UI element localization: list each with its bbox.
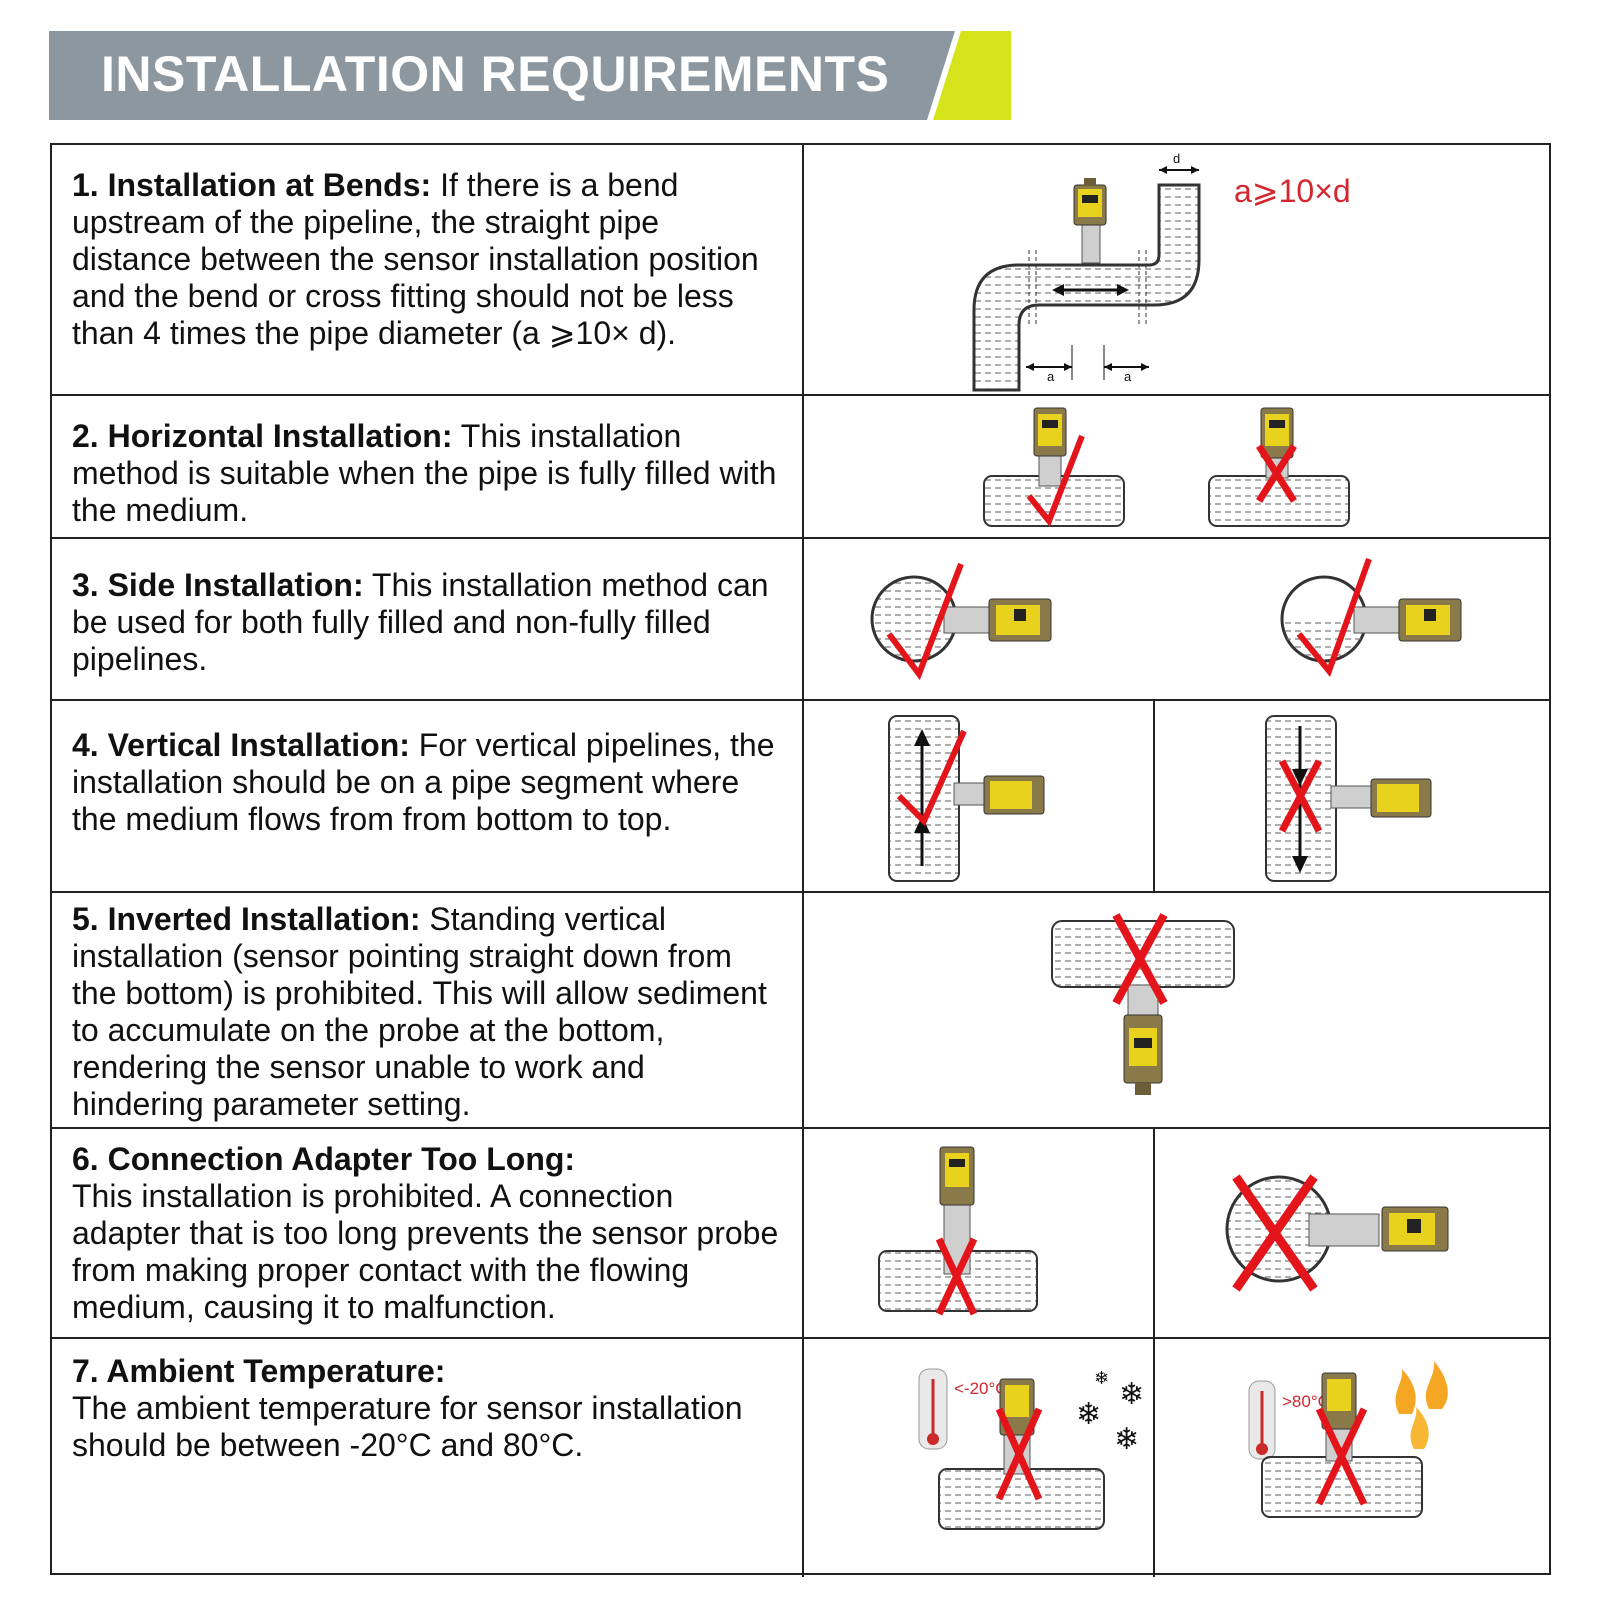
cross-mark-icon	[935, 1237, 978, 1316]
check-mark-icon	[1026, 434, 1085, 527]
cross-mark-icon	[1112, 913, 1168, 1005]
cross-mark-icon	[1315, 1407, 1368, 1506]
table-row: 1. Installation at Bends: If there is a …	[52, 145, 1549, 396]
svg-text:a: a	[1124, 369, 1132, 384]
cross-mark-icon	[995, 1407, 1043, 1501]
side-installation-diagram	[804, 539, 1549, 699]
row-heading: 3. Side Installation:	[72, 567, 364, 603]
row-heading: 1. Installation at Bends:	[72, 167, 432, 203]
low-temp-label: <-20°C	[954, 1379, 1008, 1398]
snowflake-icon: ❄ ❄ ❄ ❄	[1076, 1368, 1144, 1457]
row-text: 3. Side Installation: This installation …	[52, 539, 804, 699]
dimension-d-label: d	[1173, 151, 1180, 166]
page-title: INSTALLATION REQUIREMENTS	[101, 46, 890, 102]
svg-text:❄: ❄	[1114, 1422, 1139, 1457]
table-row: 5. Inverted Installation: Standing verti…	[52, 893, 1549, 1129]
table-row: 4. Vertical Installation: For vertical p…	[52, 701, 1549, 893]
row-body: If there is a bend upstream of the pipel…	[72, 167, 759, 351]
table-row: 7. Ambient Temperature:The ambient tempe…	[52, 1339, 1549, 1577]
dimension-a-label: a	[1047, 369, 1055, 384]
row-body: For vertical pipelines, the installation…	[72, 727, 775, 837]
requirements-table: 1. Installation at Bends: If there is a …	[50, 143, 1551, 1577]
table-row: 6. Connection Adapter Too Long:This inst…	[52, 1129, 1549, 1339]
row-text: 7. Ambient Temperature:The ambient tempe…	[52, 1339, 804, 1577]
check-mark-icon	[886, 562, 964, 681]
row-heading: 4. Vertical Installation:	[72, 727, 410, 763]
row-heading: 5. Inverted Installation:	[72, 901, 421, 937]
cross-mark-icon	[1232, 1174, 1318, 1292]
row-text: 1. Installation at Bends: If there is a …	[52, 145, 804, 394]
header-accent-stripe	[927, 31, 1011, 120]
header-bar	[49, 31, 1011, 120]
long-adapter-diagram	[804, 1129, 1549, 1337]
svg-text:❄: ❄	[1119, 1377, 1144, 1412]
horizontal-installation-diagram	[804, 396, 1549, 537]
check-mark-icon	[896, 729, 967, 827]
high-temp-label: >80°C	[1282, 1392, 1330, 1411]
row-text: 6. Connection Adapter Too Long:This inst…	[52, 1129, 804, 1337]
cross-mark-icon	[1256, 444, 1297, 503]
inverted-installation-diagram	[804, 893, 1549, 1127]
cross-mark-icon	[1278, 759, 1323, 833]
row-text: 5. Inverted Installation: Standing verti…	[52, 893, 804, 1127]
row-heading: 6. Connection Adapter Too Long:	[72, 1141, 576, 1177]
header-banner: INSTALLATION REQUIREMENTS	[49, 31, 1011, 120]
bend-installation-diagram: a a d a⩾10×d	[804, 145, 1549, 394]
check-mark-icon	[1296, 557, 1372, 678]
row-body: This installation is prohibited. A conne…	[72, 1178, 779, 1325]
row-text: 2. Horizontal Installation: This install…	[52, 396, 804, 537]
distance-formula: a⩾10×d	[1234, 173, 1351, 209]
flame-icon	[1395, 1361, 1448, 1449]
row-heading: 2. Horizontal Installation:	[72, 418, 453, 454]
row-body: This installation method is suitable whe…	[72, 418, 777, 528]
svg-text:❄: ❄	[1094, 1368, 1109, 1389]
row-heading: 7. Ambient Temperature:	[72, 1353, 446, 1389]
ambient-temperature-diagram: <-20°C ❄ ❄ ❄ ❄ >80°C	[804, 1339, 1549, 1577]
table-row: 2. Horizontal Installation: This install…	[52, 396, 1549, 539]
row-body: Standing vertical installation (sensor p…	[72, 901, 767, 1122]
row-body: This installation method can be used for…	[72, 567, 769, 677]
table-row: 3. Side Installation: This installation …	[52, 539, 1549, 701]
vertical-installation-diagram	[804, 701, 1549, 891]
svg-text:❄: ❄	[1076, 1397, 1101, 1432]
row-text: 4. Vertical Installation: For vertical p…	[52, 701, 804, 891]
row-body: The ambient temperature for sensor insta…	[72, 1390, 743, 1463]
